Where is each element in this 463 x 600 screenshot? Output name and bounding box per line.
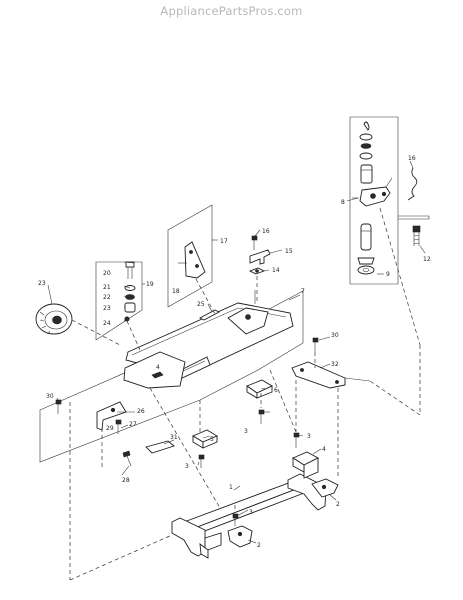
callout-22: 22 (103, 294, 111, 301)
part-15-bracket (249, 249, 271, 265)
callout-4-plate: 4 (156, 364, 160, 371)
callout-29: 29 (106, 425, 114, 432)
callout-28: 28 (122, 477, 130, 484)
callout-4-right: 4 (322, 446, 326, 453)
callout-labels: 1 2 2 3 3 3 3 4 4 5 6 7 8 9 12 14 15 16 … (38, 155, 431, 549)
callout-19: 19 (146, 281, 154, 288)
callout-16-screw: 16 (262, 228, 270, 235)
callout-26: 26 (137, 408, 145, 415)
callout-6: 6 (274, 387, 278, 394)
callout-20: 20 (103, 270, 111, 277)
part-30-screw-right (312, 337, 319, 352)
callout-23-handwheel: 23 (38, 280, 46, 287)
part-2-foot-left (227, 525, 253, 548)
part-20-bolt (125, 261, 135, 279)
callout-30-right: 30 (331, 332, 339, 339)
part-23-handwheel (35, 303, 73, 335)
part-5-clamp (192, 429, 218, 449)
part-3-screw-middle (198, 454, 205, 468)
part-30-screw-left (55, 399, 62, 414)
part-8-assembly (357, 121, 393, 275)
callout-17: 17 (220, 238, 228, 245)
part-23-spacer (124, 302, 136, 313)
callout-30-left: 30 (46, 393, 54, 400)
callout-5: 5 (210, 436, 214, 443)
callout-24: 24 (103, 320, 111, 327)
part-front-bracket (123, 351, 186, 389)
callout-1: 1 (229, 484, 233, 491)
assembly-guide-lines (69, 207, 421, 581)
part-16-spring-wire (407, 167, 418, 201)
part-3-screw-lower (232, 513, 239, 526)
part-1-base-frame (171, 473, 327, 559)
callout-25: 25 (197, 301, 205, 308)
callout-21: 21 (103, 284, 111, 291)
callout-9: 9 (386, 271, 390, 278)
callout-18: 18 (172, 288, 180, 295)
callout-2-left: 2 (257, 542, 261, 549)
part-18-bracket (178, 241, 206, 279)
part-4-mount-bracket (292, 451, 319, 479)
part-16-screw (251, 235, 258, 250)
part-5-screw (258, 409, 265, 424)
callout-3-middle: 3 (185, 463, 189, 470)
part-6-clamp (246, 379, 273, 399)
callout-8: 8 (341, 199, 345, 206)
part-12-screw (412, 225, 421, 246)
callout-7: 7 (301, 288, 305, 295)
watermark-text: AppliancePartsPros.com (160, 4, 303, 18)
assembly-box-17 (167, 204, 213, 308)
part-2-foot-right (311, 478, 339, 498)
callout-3-center: 3 (244, 428, 248, 435)
part-32-bracket (291, 361, 371, 389)
callout-3-lower: 3 (249, 509, 253, 516)
callout-27: 27 (129, 421, 137, 428)
part-27-screw (115, 419, 122, 434)
callout-15: 15 (285, 248, 293, 255)
callout-23-part: 23 (103, 305, 111, 312)
callout-12: 12 (423, 256, 431, 263)
leader-lines (47, 160, 426, 544)
callout-2-right: 2 (336, 501, 340, 508)
part-14-washer (248, 267, 266, 275)
callout-16-wire: 16 (408, 155, 416, 162)
assembly-box-8 (349, 116, 430, 285)
callout-32: 32 (331, 361, 339, 368)
part-31-strip (145, 440, 175, 454)
part-26-bracket (96, 401, 127, 431)
callout-3-upper-right: 3 (307, 433, 311, 440)
callout-14: 14 (272, 267, 280, 274)
callout-31: 31 (170, 434, 178, 441)
part-28-screw (122, 450, 132, 467)
